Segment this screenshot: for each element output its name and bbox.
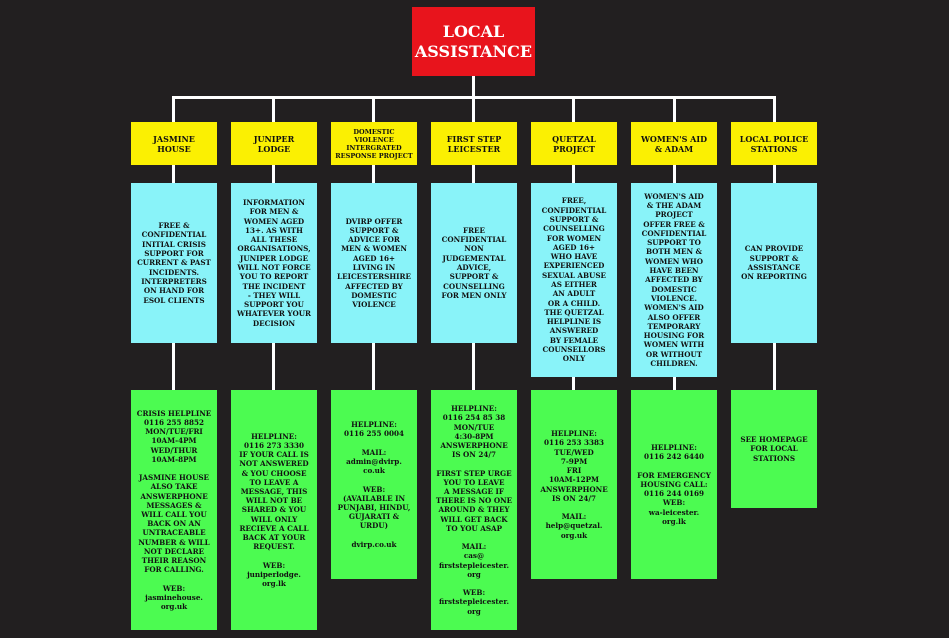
diagram-title: LOCAL ASSISTANCE [412,7,535,76]
org-header-jasmine-house: JASMINE HOUSE [131,122,217,165]
org-contact-dvirp: HELPLINE: 0116 255 0004 MAIL: admin@dvir… [331,390,417,579]
org-description-local-police: CAN PROVIDE SUPPORT & ASSISTANCE ON REPO… [731,183,817,343]
org-description-jasmine-house: FREE & CONFIDENTIAL INITIAL CRISIS SUPPO… [131,183,217,343]
org-contact-jasmine-house: CRISIS HELPLINE 0116 255 8852 MON/TUE/FR… [131,390,217,630]
org-description-juniper-lodge: INFORMATION FOR MEN & WOMEN AGED 13+. AS… [231,183,317,343]
org-description-first-step: FREE CONFIDENTIAL NON JUDGEMENTAL ADVICE… [431,183,517,343]
org-header-first-step: FIRST STEP LEICESTER [431,122,517,165]
org-contact-womens-aid: HELPLINE: 0116 242 6440 FOR EMERGENCY HO… [631,390,717,579]
org-header-local-police: LOCAL POLICE STATIONS [731,122,817,165]
org-header-womens-aid: WOMEN'S AID & ADAM [631,122,717,165]
org-contact-local-police: SEE HOMEPAGE FOR LOCAL STATIONS [731,390,817,508]
org-header-juniper-lodge: JUNIPER LODGE [231,122,317,165]
org-header-dvirp: DOMESTIC VIOLENCE INTERGRATED RESPONSE P… [331,122,417,165]
org-description-dvirp: DVIRP OFFER SUPPORT & ADVICE FOR MEN & W… [331,183,417,343]
org-description-womens-aid: WOMEN'S AID & THE ADAM PROJECT OFFER FRE… [631,183,717,377]
org-contact-juniper-lodge: HELPLINE: 0116 273 3330 IF YOUR CALL IS … [231,390,317,630]
org-contact-first-step: HELPLINE: 0116 254 85 38 MON/TUE 4:30-8P… [431,390,517,630]
org-header-quetzal: QUETZAL PROJECT [531,122,617,165]
trunk-connector [472,76,475,97]
org-description-quetzal: FREE, CONFIDENTIAL SUPPORT & COUNSELLING… [531,183,617,377]
org-contact-quetzal: HELPLINE: 0116 253 3383 TUE/WED 7-9PM FR… [531,390,617,579]
